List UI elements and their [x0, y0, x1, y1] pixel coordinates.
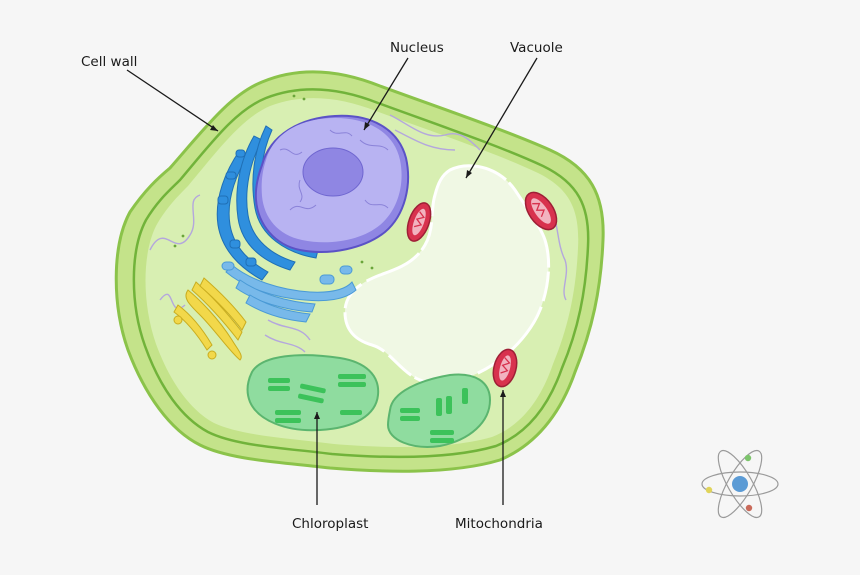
atom-icon — [702, 445, 778, 523]
chloroplast — [248, 355, 379, 430]
chloroplast-label: Chloroplast — [292, 516, 368, 532]
cell-wall-label: Cell wall — [81, 54, 137, 70]
cell-wall-pointer — [127, 70, 218, 131]
vacuole-label: Vacuole — [510, 40, 563, 56]
nucleus-label: Nucleus — [390, 40, 444, 56]
mitochondria-label: Mitochondria — [455, 516, 543, 532]
nucleolus — [303, 148, 363, 196]
